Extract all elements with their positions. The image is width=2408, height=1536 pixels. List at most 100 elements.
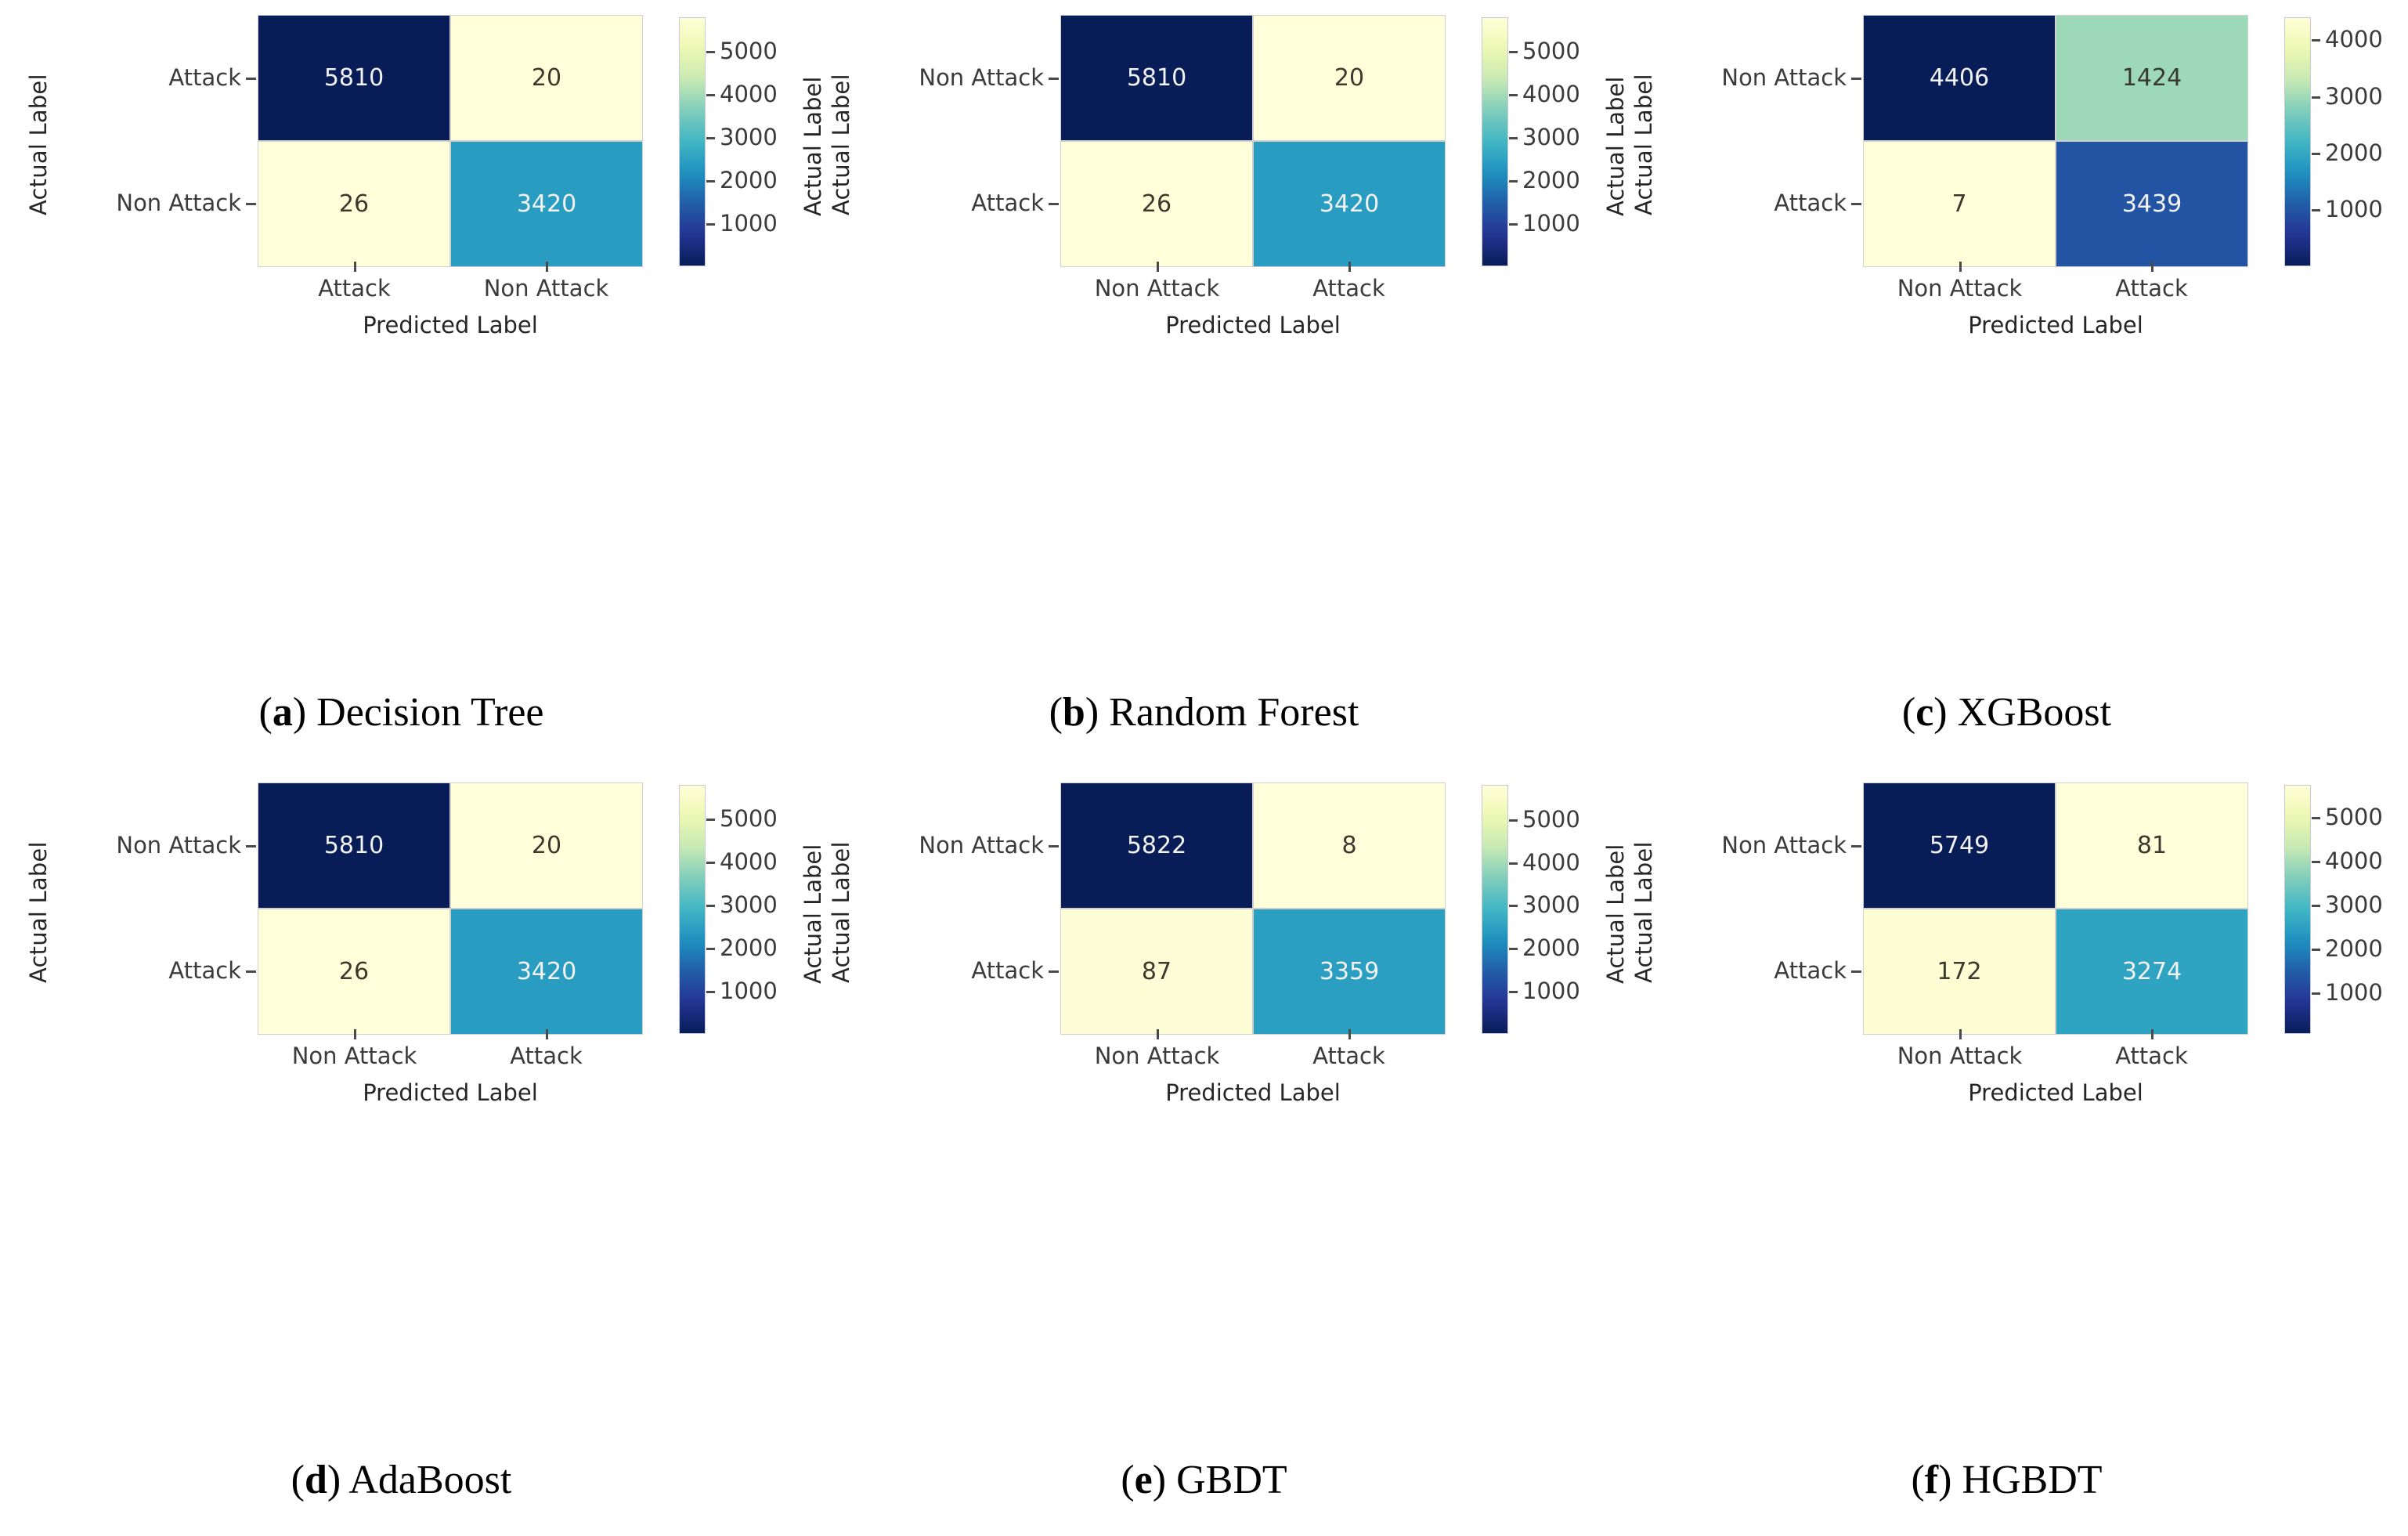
- heatmap-cell: 3359: [1254, 909, 1445, 1034]
- cell-value: 1424: [2121, 63, 2182, 92]
- caption-model-name: Random Forest: [1109, 690, 1359, 735]
- y-tick-label: Attack: [1774, 190, 1847, 216]
- caption-paren-open: (: [291, 1458, 305, 1502]
- caption-model-name: XGBoost: [1957, 690, 2112, 735]
- colorbar-tick-mark: [706, 51, 715, 54]
- cell-value: 3420: [516, 957, 577, 985]
- x-tick-mark: [545, 1029, 548, 1039]
- cell-value: 26: [1141, 190, 1172, 218]
- x-tick-mark: [1156, 262, 1159, 272]
- cell-value: 3439: [2121, 190, 2182, 218]
- y-tick-mark: [1049, 845, 1059, 848]
- colorbar-tick-label: 4000: [2325, 848, 2383, 875]
- y-tick-label: Attack: [1774, 957, 1847, 984]
- cell-value: 87: [1141, 957, 1172, 985]
- panel-caption: (e) GBDT: [803, 1457, 1605, 1503]
- x-tick-label: Non Attack: [291, 1043, 417, 1069]
- heatmap-cell: 5749: [1864, 783, 2055, 908]
- heatmap-cell: 172: [1864, 909, 2055, 1034]
- colorbar-tick-label: 2000: [2325, 139, 2383, 166]
- colorbar-tick-label: 4000: [2325, 26, 2383, 53]
- y-tick-label: Non Attack: [919, 64, 1044, 91]
- caption-model-name: GBDT: [1176, 1458, 1287, 1502]
- y-tick-label: Non Attack: [116, 190, 241, 216]
- colorbar-tick-mark: [706, 948, 715, 951]
- x-axis-title: Predicted Label: [1165, 1079, 1341, 1106]
- cell-value: 3420: [516, 190, 577, 218]
- heatmap-cell: 87: [1061, 909, 1252, 1034]
- colorbar-tick-mark: [1509, 819, 1518, 822]
- panel-caption: (d) AdaBoost: [0, 1457, 803, 1503]
- colorbar-tick-mark: [1509, 948, 1518, 951]
- colorbar-gradient: [680, 786, 705, 1033]
- x-axis-title: Predicted Label: [1968, 1079, 2143, 1106]
- caption-paren-close: ): [1933, 690, 1958, 735]
- caption-model-name: HGBDT: [1962, 1458, 2103, 1502]
- colorbar-tick-label: 1000: [2325, 979, 2383, 1007]
- heatmap-cell: 5810: [258, 16, 449, 140]
- x-tick-label: Non Attack: [1094, 275, 1220, 302]
- cell-value: 3420: [1319, 190, 1380, 218]
- cell-value: 26: [338, 957, 370, 985]
- panel-caption: (b) Random Forest: [803, 689, 1605, 735]
- x-tick-mark: [353, 1029, 356, 1039]
- x-axis-title: Predicted Label: [1165, 312, 1341, 338]
- heatmap-cell: 81: [2056, 783, 2247, 908]
- x-tick-mark: [1348, 262, 1351, 272]
- y-tick-mark: [1851, 78, 1861, 80]
- caption-paren-close: ): [1152, 1458, 1177, 1502]
- colorbar: [1482, 17, 1508, 266]
- y-tick-mark: [1851, 845, 1861, 848]
- colorbar-gradient: [2285, 786, 2310, 1033]
- cell-value: 26: [338, 190, 370, 218]
- x-tick-mark: [1959, 1029, 1962, 1039]
- colorbar-tick-label: 3000: [720, 891, 778, 919]
- x-tick-mark: [1156, 1029, 1159, 1039]
- cell-value: 4406: [1929, 63, 1990, 92]
- colorbar-tick-label: 5000: [1522, 38, 1580, 65]
- colorbar-tick-label: 5000: [2325, 804, 2383, 831]
- colorbar-tick-mark: [1509, 905, 1518, 908]
- y-axis-title: Actual Label: [25, 74, 52, 215]
- caption-paren-open: (: [1049, 690, 1063, 735]
- caption-letter: f: [1924, 1458, 1939, 1502]
- heatmap-cell: 7: [1864, 142, 2055, 266]
- colorbar-gradient: [680, 18, 705, 266]
- heatmap-cell: 5810: [258, 783, 449, 908]
- cell-value: 20: [531, 831, 562, 859]
- colorbar-tick-mark: [2312, 817, 2320, 820]
- y-tick-label: Non Attack: [919, 832, 1044, 858]
- colorbar-tick-mark: [2312, 209, 2320, 212]
- panel-caption: (c) XGBoost: [1605, 689, 2408, 735]
- y-tick-mark: [1049, 203, 1059, 205]
- y-axis-title: Actual Label: [1630, 74, 1657, 215]
- caption-letter: d: [304, 1458, 327, 1502]
- y-tick-mark: [1049, 970, 1059, 973]
- heatmap-cell: 20: [451, 16, 642, 140]
- y-tick-mark: [246, 78, 256, 80]
- colorbar-tick-mark: [1509, 862, 1518, 865]
- caption-paren-open: (: [1901, 690, 1916, 735]
- x-tick-mark: [2150, 262, 2153, 272]
- colorbar-tick-mark: [2312, 861, 2320, 864]
- x-tick-mark: [545, 262, 548, 272]
- colorbar-tick-mark: [1509, 223, 1518, 226]
- colorbar-tick-mark: [1509, 94, 1518, 97]
- heatmap-cell: 4406: [1864, 16, 2055, 140]
- colorbar-tick-mark: [706, 862, 715, 865]
- x-axis-title: Predicted Label: [363, 1079, 538, 1106]
- heatmap-cell: 8: [1254, 783, 1445, 908]
- caption-paren-open: (: [1911, 1458, 1925, 1502]
- colorbar-gradient: [1482, 18, 1507, 266]
- colorbar-tick-label: 2000: [1522, 934, 1580, 962]
- colorbar-tick-mark: [1509, 51, 1518, 54]
- heatmap-cell: 26: [258, 142, 449, 266]
- colorbar-tick-label: 2000: [1522, 167, 1580, 194]
- colorbar-tick-mark: [706, 819, 715, 822]
- x-tick-label: Attack: [2115, 1043, 2188, 1069]
